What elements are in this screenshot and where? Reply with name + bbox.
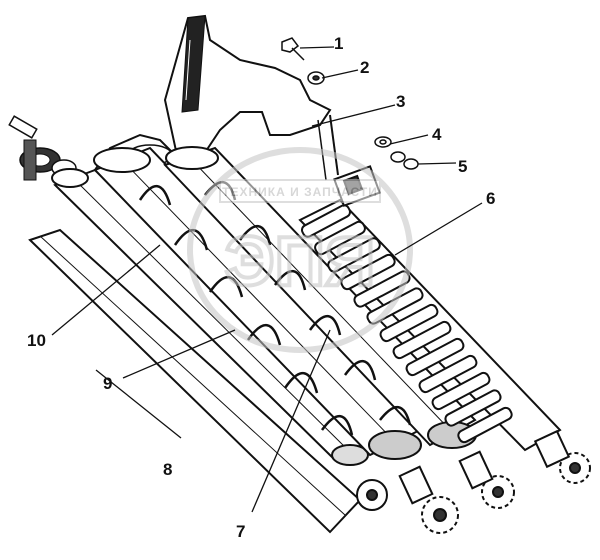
fastener-nut-5 [390,151,419,170]
callout-1: 1 [334,34,343,53]
leader-line-6 [394,202,483,256]
upper-shield-bracket [163,14,339,181]
callout-8: 8 [163,460,172,479]
callout-2: 2 [360,58,369,77]
watermark-logo-letters: ЭПЯ [225,222,375,300]
watermark-logo: ТЕХНИКА И ЗАПЧАСТИ ЭПЯ [187,147,413,353]
drum-9 [93,146,422,460]
leader-line-2 [321,69,359,79]
fastener-washer-4 [374,136,392,148]
leader-line-9 [122,329,236,379]
watermark-text: ТЕХНИКА И ЗАПЧАСТИ [222,185,378,199]
callout-9: 9 [103,374,112,393]
leader-line-4 [389,134,429,145]
fastener-bolt-1 [281,37,305,61]
callout-7: 7 [236,522,245,541]
callout-5: 5 [458,157,467,176]
cover-plate [28,228,362,534]
callout-labels: 1 2 3 4 5 6 7 8 9 10 [27,34,495,541]
leader-line-3 [311,104,396,127]
right-end-sprockets [356,429,591,534]
leader-line-8 [95,369,182,439]
leader-line-5 [417,162,457,165]
leader-line-1 [299,46,335,49]
leader-line-7 [251,329,331,513]
leader-line-10 [51,244,161,336]
callout-10: 10 [27,331,46,350]
fastener-nut-2 [307,71,325,85]
callout-4: 4 [432,125,442,144]
leader-lines [51,46,483,513]
callout-6: 6 [486,189,495,208]
callout-3: 3 [396,92,405,111]
left-shaft-sprocket [8,115,77,181]
